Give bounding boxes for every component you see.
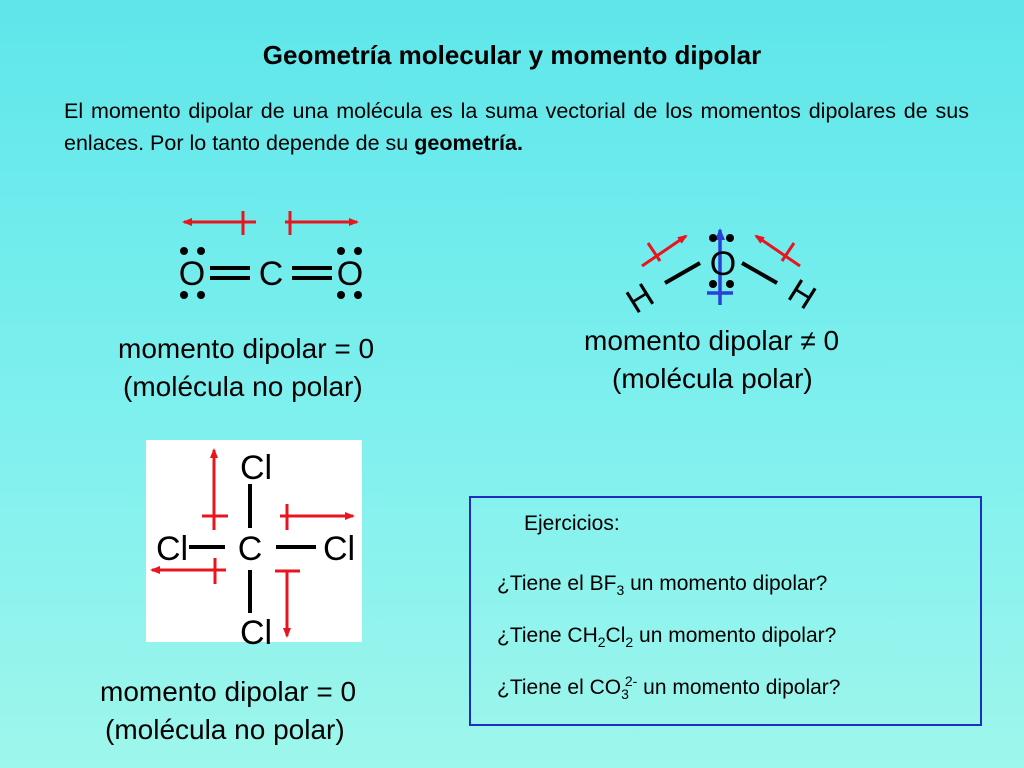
ccl4-dipole-down	[275, 569, 300, 638]
q3-superscript: 2-	[624, 673, 638, 689]
q2-text-pre: ¿Tiene CH	[497, 624, 598, 647]
co2-atom-o-right: O	[337, 255, 363, 293]
q1-text-post: un momento dipolar?	[624, 572, 828, 595]
intro-paragraph: El momento dipolar de una molécula es la…	[64, 95, 969, 159]
h2o-atom-o: O	[710, 245, 736, 283]
q3-subscript: 3	[621, 686, 629, 703]
h2o-caption-line1: momento dipolar ≠ 0	[584, 325, 840, 356]
h2o-dipole-left	[641, 234, 688, 268]
co2-atom-o-left: O	[179, 255, 205, 293]
ccl4-molecule: Cl Cl C Cl Cl	[146, 440, 362, 652]
ccl4-dipole-left	[150, 558, 226, 584]
exercises-box	[469, 496, 982, 726]
co2-molecule: O C O	[179, 211, 363, 299]
co2-dipole-left	[182, 211, 256, 235]
ccl4-caption-line2: (molécula no polar)	[105, 714, 345, 745]
co2-caption-line2: (molécula no polar)	[123, 371, 363, 402]
intro-text: El momento dipolar de una molécula es la…	[64, 99, 969, 155]
q1-text-pre: ¿Tiene el BF	[497, 572, 617, 595]
co2-double-bonds	[210, 266, 332, 280]
co2-atom-c: C	[259, 255, 284, 293]
q1-subscript: 3	[616, 582, 625, 599]
ccl4-background	[146, 440, 362, 642]
page-title: Geometría molecular y momento dipolar	[262, 40, 762, 70]
exercise-question-1: ¿Tiene el BF3 un momento dipolar?	[497, 572, 827, 598]
ccl4-atom-cl-top: Cl	[240, 449, 272, 487]
exercise-question-2: ¿Tiene CH2Cl2 un momento dipolar?	[497, 624, 836, 650]
h2o-atom-h-left: H	[620, 276, 661, 321]
exercises-heading: Ejercicios:	[524, 512, 620, 535]
q3-text-pre: ¿Tiene el CO	[497, 676, 622, 699]
q2-subscript-1: 2	[597, 634, 606, 651]
h2o-net-dipole	[707, 228, 733, 305]
q2-text-post: un momento dipolar?	[633, 624, 837, 647]
h2o-bonds	[664, 261, 778, 285]
q3-text-post: un momento dipolar?	[637, 676, 841, 699]
h2o-dipole-right	[754, 234, 801, 268]
ccl4-atom-c: C	[238, 530, 263, 568]
co2-caption: momento dipolar = 0 (molécula no polar)	[118, 330, 374, 406]
h2o-caption: momento dipolar ≠ 0 (molécula polar)	[584, 322, 839, 398]
ccl4-dipole-right	[280, 504, 355, 530]
ccl4-bonds	[189, 484, 316, 613]
q2-text-mid: Cl	[605, 624, 626, 647]
ccl4-atom-cl-right: Cl	[323, 530, 355, 568]
exercise-question-3: ¿Tiene el CO32- un momento dipolar?	[497, 673, 840, 702]
intro-bold-word: geometría.	[414, 131, 523, 155]
ccl4-caption: momento dipolar = 0 (molécula no polar)	[100, 673, 356, 749]
h2o-o-lone-pairs	[709, 234, 734, 288]
ccl4-atom-cl-left: Cl	[156, 530, 188, 568]
h2o-molecule: O H H	[620, 228, 822, 321]
q2-subscript-2: 2	[625, 634, 634, 651]
co2-dipole-right	[285, 211, 359, 235]
ccl4-caption-line1: momento dipolar = 0	[100, 676, 357, 707]
h2o-caption-line2: (molécula polar)	[612, 363, 813, 394]
ccl4-dipole-up	[202, 448, 228, 530]
co2-left-o-lone-pairs	[180, 247, 205, 299]
co2-caption-line1: momento dipolar = 0	[118, 333, 375, 364]
h2o-atom-h-right: H	[781, 272, 822, 317]
ccl4-atom-cl-bottom: Cl	[240, 614, 272, 652]
co2-right-o-lone-pairs	[337, 247, 362, 299]
